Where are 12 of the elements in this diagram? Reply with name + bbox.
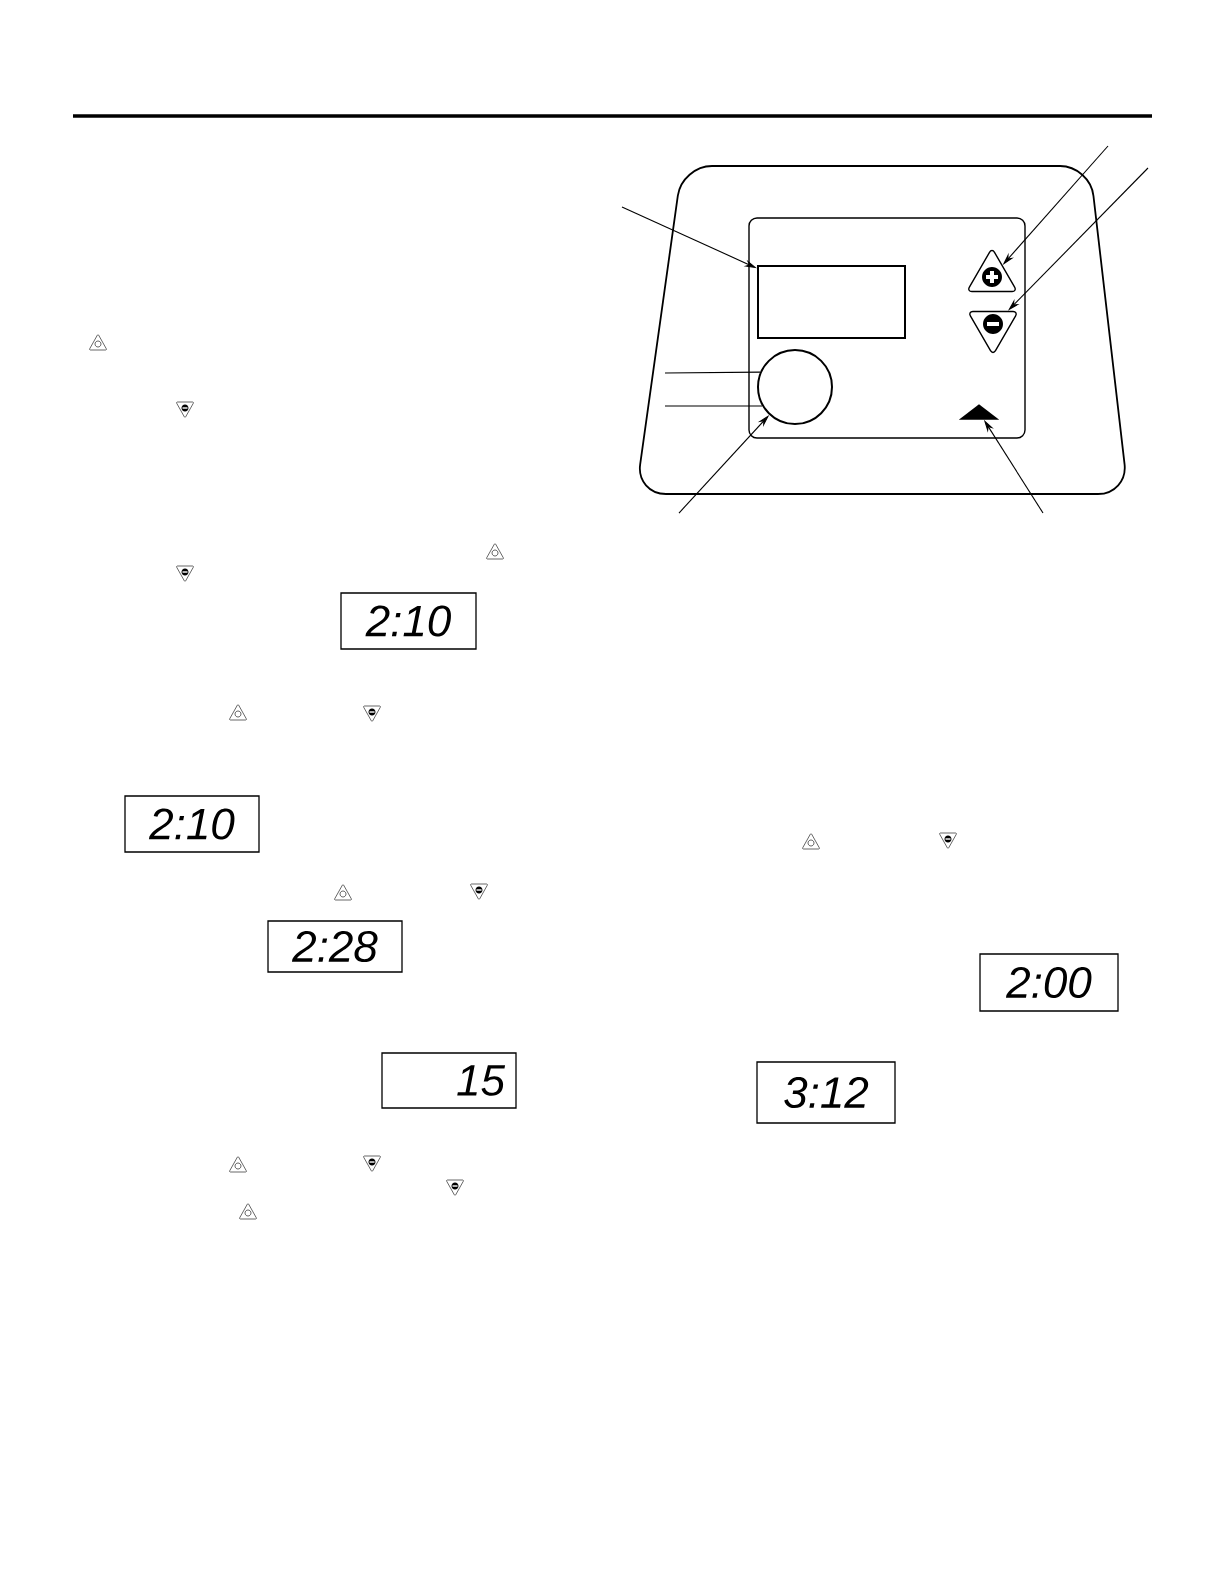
lcd-display: 2:10	[124, 795, 260, 853]
display-window	[757, 265, 906, 339]
plus-button	[968, 249, 1016, 293]
leader-line	[664, 371, 761, 374]
minus-button	[969, 310, 1017, 354]
lcd-display: 2:00	[979, 953, 1119, 1012]
dial-knob	[757, 349, 833, 425]
lcd-display: 3:12	[756, 1061, 896, 1124]
lcd-display: 2:28	[267, 920, 403, 973]
leader-line	[664, 405, 763, 407]
lcd-display: 15	[381, 1052, 517, 1109]
lcd-display: 2:10	[340, 592, 477, 650]
